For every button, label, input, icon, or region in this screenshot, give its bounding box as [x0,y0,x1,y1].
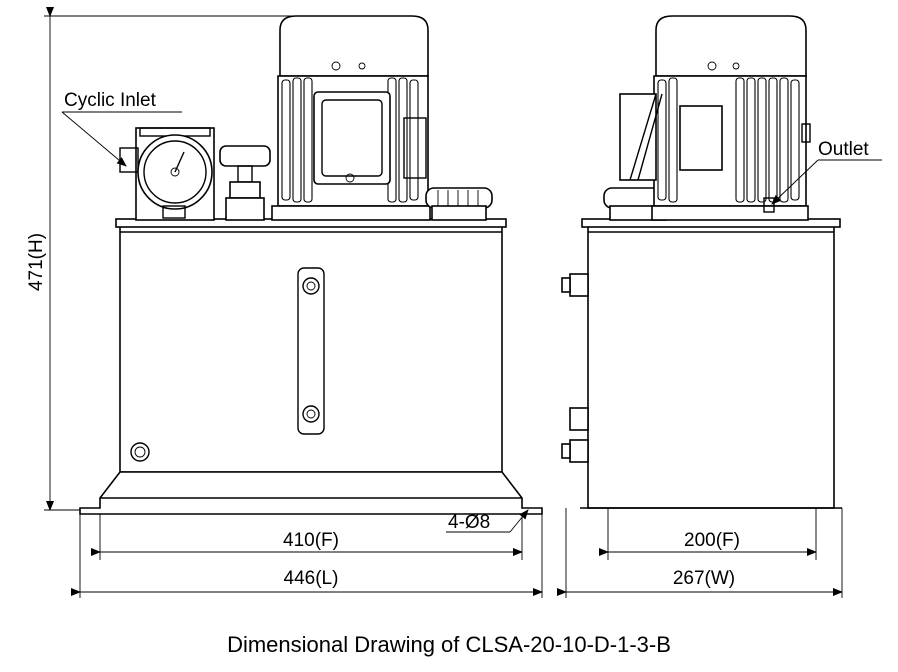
needle-valve [219,145,271,221]
side-motor [619,15,811,221]
width-dimension: 267(W) [557,508,843,598]
front-breather-cap [425,187,493,221]
front-motor [271,15,431,221]
pressure-gauge [119,127,215,221]
length-dimension: 446(L) [71,514,543,598]
outlet-label: Outlet [818,139,869,160]
outlet-callout: Outlet [771,139,882,205]
front-tank [79,225,543,515]
front-view [79,15,543,515]
cyclic-inlet-callout: Cyclic Inlet [61,90,182,167]
holes-callout: 4-Ø8 [446,509,529,533]
cyclic-inlet-label: Cyclic Inlet [64,90,157,111]
side-base-dimension: 200(F) [599,508,817,560]
side-base-dim-label: 200(F) [684,530,740,551]
side-tank [561,225,842,509]
front-base-dimension: 410(F) [91,514,523,560]
width-dim-label: 267(W) [673,568,735,589]
length-dim-label: 446(L) [284,568,339,589]
front-base-dim-label: 410(F) [283,530,339,551]
height-dim-label: 471(H) [26,233,47,291]
side-view [561,15,842,509]
height-dimension: 471(H) [26,7,300,511]
drawing-caption: Dimensional Drawing of CLSA-20-10-D-1-3-… [227,632,671,657]
holes-label: 4-Ø8 [448,512,490,533]
drain-plug [130,442,150,462]
level-gauge [297,267,325,435]
